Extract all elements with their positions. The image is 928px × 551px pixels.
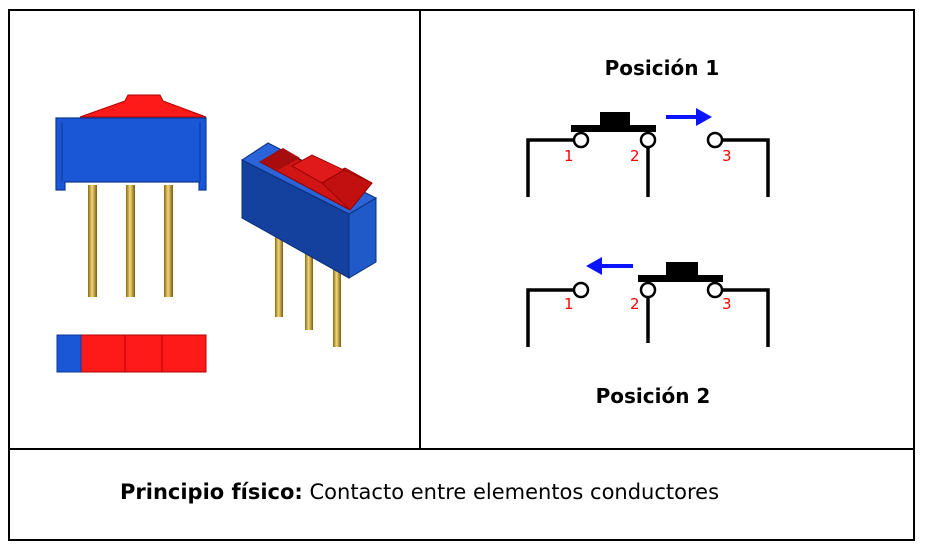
caption-label: Principio físico:: [120, 480, 303, 504]
position-1-schematic: [526, 112, 770, 197]
terminal-label-3: 3: [722, 147, 732, 165]
terminal-label-3: 3: [722, 295, 732, 313]
position-1-title: Posición 1: [605, 56, 720, 80]
caption: Principio físico: Contacto entre element…: [120, 480, 719, 504]
outer-border: [8, 9, 915, 541]
slide-switch-top-view: [56, 334, 207, 373]
arrow-left-icon: [586, 257, 633, 275]
caption-text: Contacto entre elementos conductores: [302, 480, 720, 504]
terminal-label-1: 1: [564, 147, 574, 165]
slide-switch-3d-view: [241, 142, 378, 347]
slide-switch-front-view: [55, 94, 207, 297]
terminal-label-2: 2: [630, 295, 640, 313]
terminal-label-2: 2: [630, 147, 640, 165]
position-2-schematic: [526, 262, 770, 347]
position-2-title: Posición 2: [596, 384, 711, 408]
arrow-right-icon: [666, 108, 712, 126]
terminal-label-1: 1: [564, 295, 574, 313]
